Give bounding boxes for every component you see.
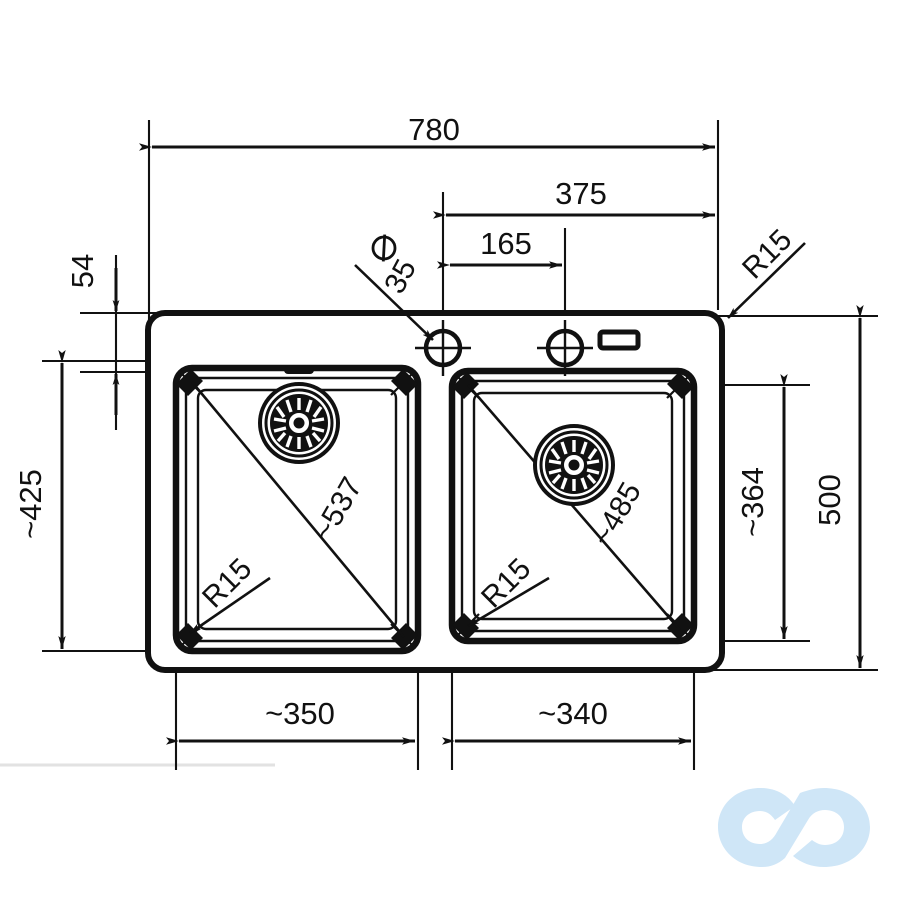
right-bowl-drain	[533, 424, 615, 506]
label-depth-364: ~364	[735, 467, 770, 537]
label-width-340: ~340	[538, 696, 608, 731]
dimension-lines	[58, 143, 864, 745]
right-bowl	[448, 367, 698, 645]
right-bowl-floor	[472, 391, 674, 621]
leader-lines	[189, 242, 806, 635]
leader-r15-top-right	[727, 242, 806, 319]
left-bowl-rim-inner	[184, 376, 410, 643]
tap-hole-group	[415, 320, 641, 376]
label-radius-top-right: R15	[736, 223, 798, 285]
label-dist-375: 375	[555, 176, 607, 211]
label-depth-425: ~425	[13, 469, 48, 539]
watermark-logo	[718, 788, 870, 867]
label-offset-54: 54	[65, 254, 100, 288]
drain-slots	[548, 440, 600, 491]
right-bowl-corner-caps	[452, 372, 694, 640]
logo-mark	[718, 788, 870, 867]
left-bowl-overflow-notch	[284, 366, 314, 374]
diameter-symbol-icon	[371, 234, 397, 262]
leader-r15-right-bowl	[467, 576, 550, 628]
drain-slots	[273, 398, 325, 449]
overflow-slot	[597, 329, 641, 351]
right-bowl-rim-outer	[448, 367, 698, 645]
right-bowl-rim-inner	[460, 379, 686, 633]
right-bowl-diagonal-line	[467, 384, 681, 631]
leader-r15-left-bowl	[189, 576, 271, 635]
left-bowl-drain	[258, 382, 340, 464]
label-width-780: 780	[408, 112, 460, 147]
leader-diam35	[354, 264, 434, 341]
label-width-350: ~350	[265, 696, 335, 731]
label-depth-500: 500	[812, 474, 847, 526]
label-dist-165: 165	[480, 226, 532, 261]
left-bowl-diagonal-line	[191, 381, 405, 638]
